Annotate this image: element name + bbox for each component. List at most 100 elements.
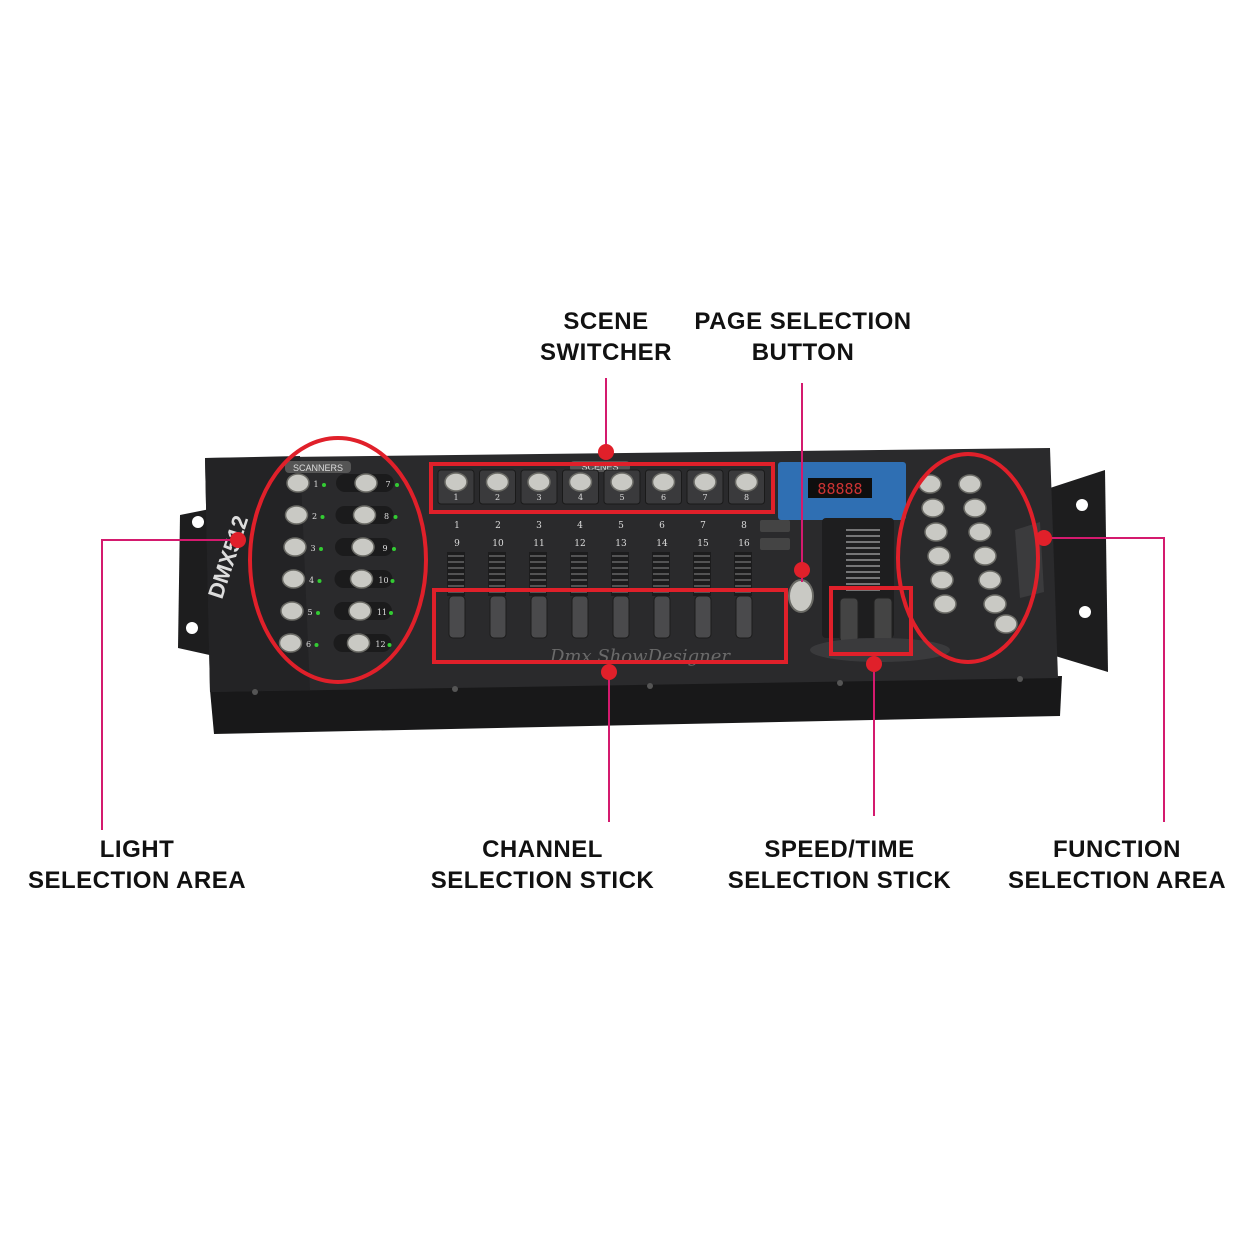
function-selection-label-line1: FUNCTION: [1053, 836, 1181, 863]
speed-time-label-line1: SPEED/TIME: [764, 836, 915, 863]
function-button[interactable]: [963, 498, 987, 518]
controller-panel-shade: [205, 456, 310, 692]
scanner-button[interactable]: [278, 633, 303, 653]
scene-button[interactable]: [485, 472, 510, 492]
function-button[interactable]: [978, 570, 1002, 590]
scanner-button[interactable]: [286, 473, 310, 493]
channel-number: 14: [656, 539, 668, 549]
scanner-button[interactable]: [351, 537, 375, 557]
chassis-front: [210, 676, 1062, 734]
scene-number: 1: [453, 493, 458, 502]
led-display: [808, 478, 872, 498]
scene-button[interactable]: [568, 472, 593, 492]
speed-marker: [866, 656, 882, 672]
scene-number: 7: [702, 493, 707, 502]
scanner-number: 1: [313, 480, 318, 489]
scene-button[interactable]: [651, 472, 676, 492]
scene-button[interactable]: [527, 472, 551, 492]
channel-marker: [601, 664, 617, 680]
page-selection-button[interactable]: [788, 579, 814, 613]
scene-number: 6: [661, 493, 666, 502]
channel-selection-highlight: [432, 588, 788, 664]
channel-fader-knob[interactable]: [448, 595, 466, 639]
scanner-led: [314, 643, 319, 647]
scanner-number: 10: [378, 576, 388, 585]
scanner-button[interactable]: [283, 537, 307, 557]
scene-marker: [598, 444, 614, 460]
leader-lines: [101, 378, 1165, 830]
channel-fader-knob[interactable]: [571, 595, 589, 639]
scanners-label: SCANNERS: [293, 463, 343, 473]
function-button[interactable]: [983, 594, 1007, 614]
blackout-button[interactable]: [994, 614, 1018, 634]
scene-number: 4: [578, 493, 583, 502]
speed-time-label: SPEED/TIME SELECTION STICK: [712, 834, 967, 896]
scanner-number: 3: [310, 544, 315, 553]
scanner-button[interactable]: [284, 505, 309, 525]
channel-fader-knob[interactable]: [735, 595, 753, 639]
speed-fader-knob[interactable]: [839, 597, 859, 643]
channel-number: 12: [574, 539, 585, 549]
page-selection-label: PAGE SELECTION BUTTON: [682, 306, 924, 368]
light-selection-label-line1: LIGHT: [99, 836, 175, 863]
channel-number: 2: [495, 521, 501, 531]
function-button[interactable]: [927, 546, 951, 566]
scene-button[interactable]: [444, 472, 468, 492]
scanner-number: 6: [306, 640, 311, 649]
function-button[interactable]: [921, 498, 945, 518]
scanner-button[interactable]: [348, 601, 372, 621]
scanner-number: 2: [312, 512, 317, 521]
light-marker: [230, 532, 246, 548]
scanner-led: [387, 643, 392, 647]
scanner-led: [393, 515, 398, 519]
page-marker: [794, 562, 810, 578]
page-a-button[interactable]: [760, 520, 790, 532]
channel-selection-label-line1: CHANNEL: [482, 836, 603, 863]
scanner-button[interactable]: [354, 473, 378, 493]
function-button[interactable]: [968, 522, 992, 542]
scanners-tab: [285, 461, 351, 473]
display-digits: 88888: [817, 480, 862, 498]
page-b-button[interactable]: [760, 538, 790, 550]
rack-hole: [186, 622, 198, 634]
scanner-button[interactable]: [346, 633, 371, 653]
speed-time-label-line2: SELECTION STICK: [727, 867, 952, 894]
scanner-led: [389, 611, 393, 615]
channel-fader-knob[interactable]: [530, 595, 548, 639]
scanner-led: [320, 515, 325, 519]
channel-fader-knob[interactable]: [653, 595, 671, 639]
channel-number: 15: [697, 539, 709, 549]
function-button[interactable]: [973, 546, 997, 566]
channel-number: 13: [615, 539, 627, 549]
scene-button[interactable]: [610, 472, 634, 492]
scene-button[interactable]: [693, 472, 717, 492]
channel-number: 8: [741, 521, 747, 531]
scanner-led: [395, 483, 399, 487]
channel-fader-knob[interactable]: [694, 595, 712, 639]
time-fader-knob[interactable]: [873, 597, 893, 643]
scene-button[interactable]: [734, 472, 759, 492]
function-button[interactable]: [933, 594, 957, 614]
page-selection-label-line1: PAGE SELECTION: [694, 308, 912, 335]
scanner-led: [316, 611, 320, 615]
channel-number: 5: [618, 521, 624, 531]
scanner-button[interactable]: [352, 505, 377, 525]
function-button[interactable]: [930, 570, 954, 590]
scanner-button[interactable]: [349, 569, 374, 589]
light-selection-label-line2: SELECTION AREA: [27, 867, 247, 894]
scene-switcher-label-line2: SWITCHER: [540, 339, 672, 366]
light-leader-line: [101, 539, 238, 830]
page-selection-label-line2: BUTTON: [751, 339, 855, 366]
screw: [837, 680, 843, 686]
function-buttons: [918, 474, 1018, 634]
channel-selection-label-line2: SELECTION STICK: [430, 867, 655, 894]
scene-number: 8: [744, 493, 749, 502]
channel-fader-knob[interactable]: [489, 595, 507, 639]
function-button[interactable]: [958, 474, 982, 494]
function-button[interactable]: [924, 522, 948, 542]
scanner-button[interactable]: [280, 601, 304, 621]
scanner-button[interactable]: [281, 569, 306, 589]
channel-fader-knob[interactable]: [612, 595, 630, 639]
channel-number: 3: [536, 521, 542, 531]
